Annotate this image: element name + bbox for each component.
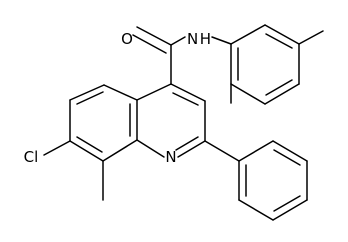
double-bond-line: [273, 195, 301, 212]
ring-nitrogen-label: N: [165, 148, 176, 166]
bond: [238, 199, 274, 221]
double-bond-line: [76, 136, 103, 153]
amide-nh-label: N H: [187, 30, 211, 48]
bond: [204, 140, 240, 162]
bond: [230, 24, 266, 45]
quinoline-benzo-ring: [69, 84, 138, 162]
oxygen-label: O: [121, 30, 133, 48]
bond: [272, 140, 308, 162]
bond: [69, 84, 105, 101]
bond: [238, 140, 274, 162]
bond: [103, 84, 138, 101]
quinoline-substituents: [43, 26, 240, 201]
chlorine-label: Cl: [24, 148, 39, 166]
bond: [136, 139, 165, 158]
bond: [272, 199, 308, 221]
carbonyl-double-bond: [136, 26, 172, 46]
dimethylphenyl-ring: [230, 24, 324, 105]
phenyl-ring: [238, 140, 308, 221]
methyl-bond: [298, 30, 324, 45]
bond: [170, 83, 206, 102]
bond-to-chlorine: [43, 140, 71, 156]
carbonyl-double-bond: [132, 34, 167, 54]
quinoline-pyridine-ring: [136, 83, 206, 158]
bond: [136, 83, 172, 101]
bond: [264, 24, 300, 45]
bond: [230, 83, 266, 105]
double-bond-line: [265, 79, 293, 96]
double-bond-line: [273, 149, 301, 166]
bond: [211, 36, 232, 45]
bond: [69, 140, 104, 162]
double-bond-line: [172, 92, 199, 106]
bond: [177, 140, 206, 158]
double-bond-line: [175, 136, 199, 151]
bond: [102, 139, 138, 162]
bond: [170, 36, 186, 46]
double-bond-line: [265, 33, 293, 49]
bond: [264, 83, 300, 105]
double-bond-line: [76, 91, 104, 105]
